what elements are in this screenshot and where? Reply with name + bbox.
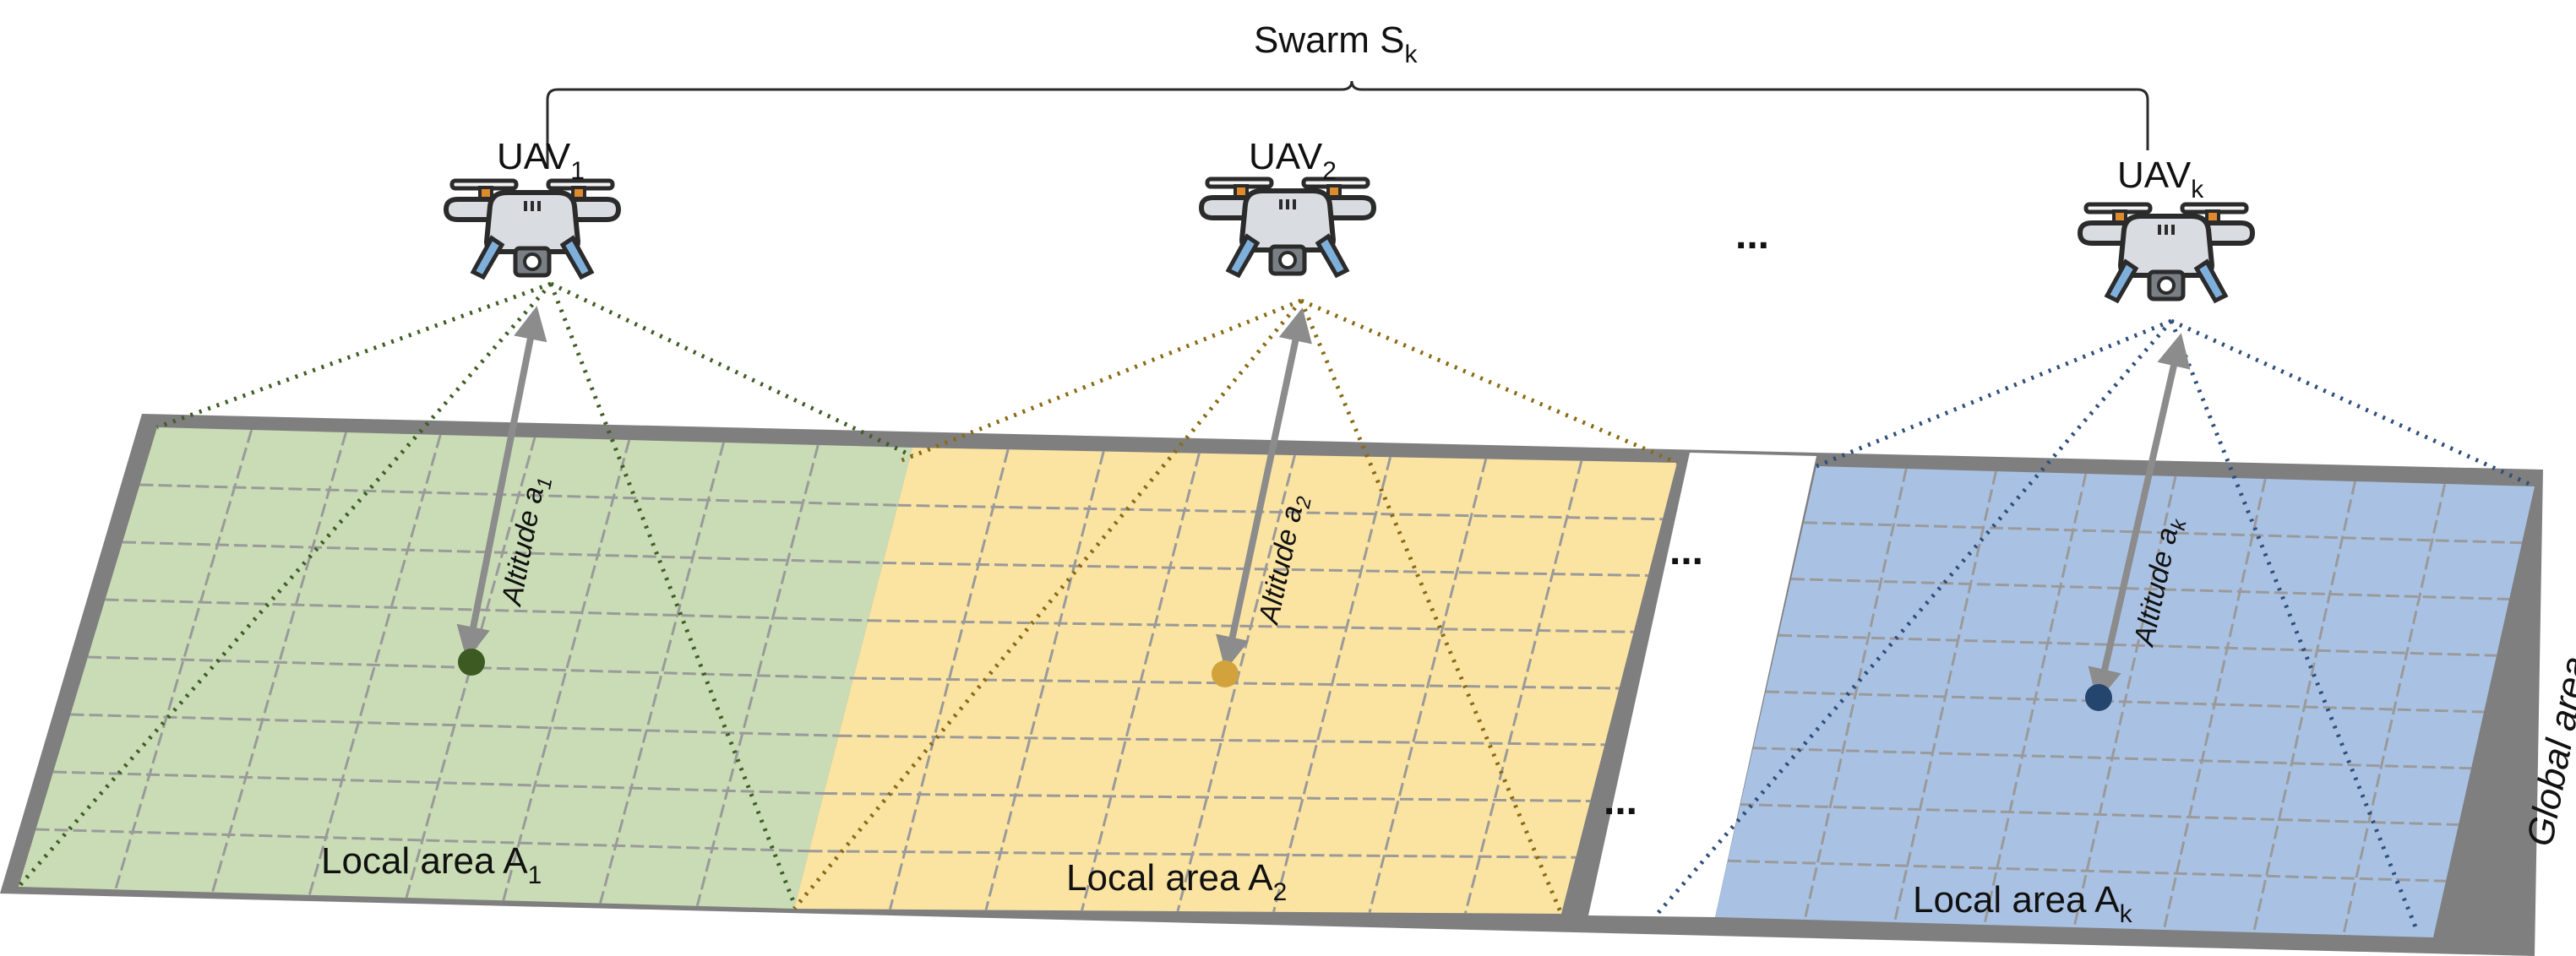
- uav-k-drone-icon: [2080, 204, 2252, 301]
- grid-line-vertical: [1368, 459, 1488, 913]
- grid-line-vertical: [308, 434, 442, 896]
- grid-line-horizontal: [823, 792, 1591, 802]
- grid-line-horizontal: [809, 850, 1577, 859]
- uav-k-label: UAVk: [2117, 155, 2204, 204]
- grid-line-horizontal: [35, 828, 809, 853]
- ellipsis-areas-top: ...: [1669, 529, 1703, 573]
- altitude-arrow-k: [2088, 333, 2191, 703]
- coverage-cone-k: [1654, 318, 2536, 930]
- ellipsis-uavs: ...: [1735, 213, 1769, 258]
- grid-line-vertical: [211, 432, 347, 893]
- grid-line-horizontal: [838, 734, 1605, 747]
- local-area-label-k: Local area Ak: [1913, 879, 2133, 928]
- center-point-2: [1212, 660, 1239, 687]
- grid-line-vertical: [2342, 483, 2447, 936]
- grid-line-horizontal: [1727, 859, 2447, 883]
- uav-1-label: UAV1: [497, 136, 585, 185]
- grid-line-vertical: [695, 444, 820, 907]
- grid-line-vertical: [502, 439, 631, 901]
- altitude-arrow-2: [1216, 307, 1312, 671]
- center-point-k: [2085, 684, 2112, 711]
- grid-line-vertical: [1272, 456, 1392, 913]
- local-area-label-2: Local area A2: [1066, 857, 1287, 906]
- uav-2-label: UAV2: [1249, 136, 1337, 185]
- swarm-bracket: [546, 80, 2149, 169]
- grid-line-vertical: [984, 451, 1105, 910]
- area-gap: [1588, 453, 1816, 917]
- grid-line-vertical: [114, 429, 253, 890]
- grid-line-horizontal: [852, 676, 1620, 690]
- grid-line-horizontal: [1752, 747, 2472, 770]
- ellipsis-areas-bottom: ...: [1604, 779, 1637, 823]
- grid-line-vertical: [2252, 481, 2356, 933]
- altitude-arrow-1: [456, 306, 547, 660]
- swarm-label: Swarm Sk: [1254, 19, 1418, 68]
- grid-line-horizontal: [52, 770, 825, 795]
- grid-line-horizontal: [70, 713, 839, 737]
- uav-1-drone-icon: [446, 181, 618, 277]
- uav-2-drone-icon: [1201, 179, 1374, 275]
- grid-line-vertical: [889, 448, 1010, 910]
- grid-line-horizontal: [1740, 803, 2459, 826]
- local-area-label-1: Local area A1: [321, 840, 542, 889]
- center-point-1: [458, 649, 485, 676]
- grid-line-vertical: [599, 442, 725, 904]
- grid-line-vertical: [1803, 468, 1908, 921]
- coverage-cone-1: [17, 281, 914, 904]
